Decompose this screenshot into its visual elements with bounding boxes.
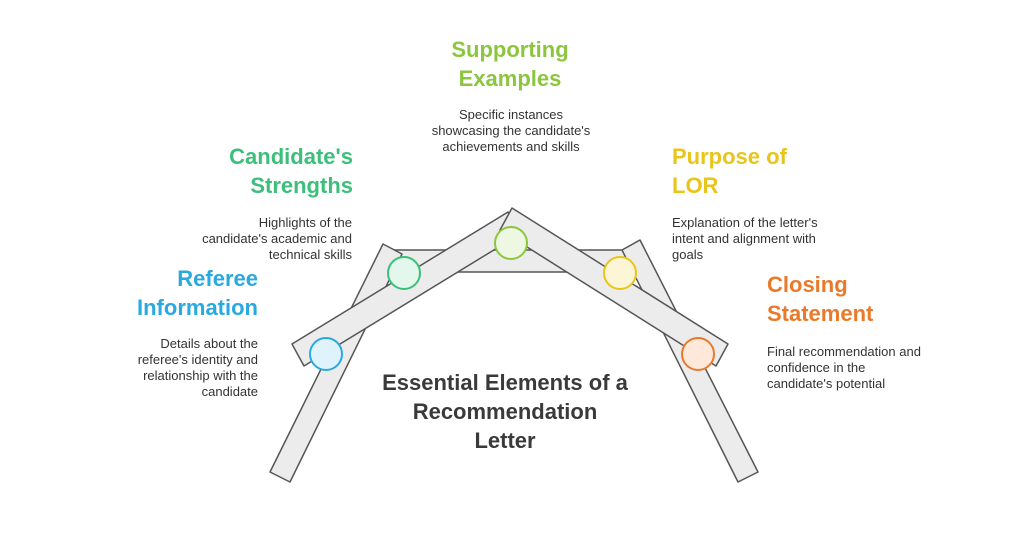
- referee-information-title: Referee Information: [137, 266, 258, 320]
- purpose-of-lor-title: Purpose of LOR: [672, 144, 787, 198]
- purpose-of-lor-description: Explanation of the letter's intent and a…: [672, 215, 818, 262]
- candidates-strengths-title: Candidate's Strengths: [229, 144, 353, 198]
- candidates-strengths-node: [387, 256, 421, 290]
- supporting-examples-description: Specific instances showcasing the candid…: [431, 107, 591, 154]
- supporting-examples-title: Supporting Examples: [451, 37, 569, 91]
- closing-statement-title: Closing Statement: [767, 272, 874, 326]
- referee-information-description: Details about the referee's identity and…: [137, 336, 258, 399]
- supporting-examples-node: [494, 226, 528, 260]
- diagram-title: Essential Elements of a Recommendation L…: [382, 370, 628, 453]
- referee-information-node: [309, 337, 343, 371]
- closing-statement-description: Final recommendation and confidence in t…: [767, 344, 921, 391]
- closing-statement-node: [681, 337, 715, 371]
- candidates-strengths-description: Highlights of the candidate's academic a…: [202, 215, 352, 262]
- purpose-of-lor-node: [603, 256, 637, 290]
